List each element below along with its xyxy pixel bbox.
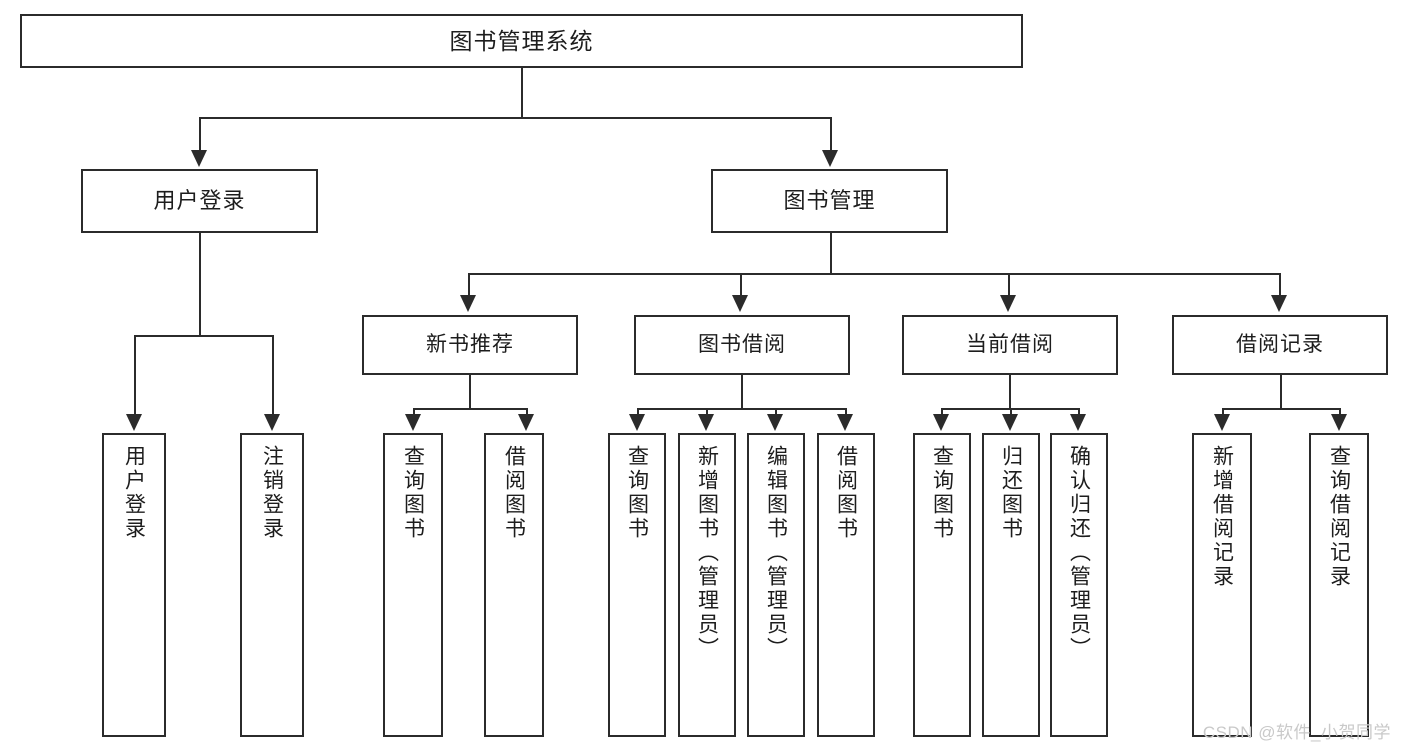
node-label: 查询图书 bbox=[625, 445, 649, 541]
connector-root-stem bbox=[521, 68, 523, 117]
connector-drop-bb-edit bbox=[775, 408, 777, 417]
arrow-down-bb-query bbox=[629, 414, 645, 431]
node-label: 用户登录 bbox=[122, 445, 146, 541]
arrow-down-bb-edit bbox=[767, 414, 783, 431]
node-label: 新增图书（管理员） bbox=[695, 445, 719, 661]
connector-drop-nb-borrow bbox=[526, 408, 528, 417]
arrow-down-bb-add bbox=[698, 414, 714, 431]
connector-drop-cb-confirm bbox=[1078, 408, 1080, 417]
node-label: 查询借阅记录 bbox=[1327, 445, 1351, 589]
connector-book-borrow-bus bbox=[637, 408, 845, 410]
node-label: 确认归还（管理员） bbox=[1067, 445, 1091, 661]
node-borrow-record[interactable]: 借阅记录 bbox=[1172, 315, 1388, 375]
leaf-current-borrow-return-book[interactable]: 归还图书 bbox=[982, 433, 1040, 737]
leaf-current-borrow-confirm-return[interactable]: 确认归还（管理员） bbox=[1050, 433, 1108, 737]
connector-drop-leaf-user-login bbox=[134, 335, 136, 416]
node-label: 图书管理 bbox=[783, 188, 876, 214]
connector-new-book-stem bbox=[469, 375, 471, 408]
node-label: 查询图书 bbox=[401, 445, 425, 541]
leaf-borrow-record-add-record[interactable]: 新增借阅记录 bbox=[1192, 433, 1252, 737]
arrow-down-new-book bbox=[460, 295, 476, 312]
node-new-book-recommend[interactable]: 新书推荐 bbox=[362, 315, 578, 375]
connector-borrow-record-bus bbox=[1222, 408, 1339, 410]
leaf-new-book-query-book[interactable]: 查询图书 bbox=[383, 433, 443, 737]
connector-drop-cb-return bbox=[1010, 408, 1012, 417]
node-label: 编辑图书（管理员） bbox=[764, 445, 788, 661]
node-label: 图书借阅 bbox=[698, 332, 786, 356]
arrow-down-borrow-record bbox=[1271, 295, 1287, 312]
node-label: 新增借阅记录 bbox=[1210, 445, 1234, 589]
leaf-logout[interactable]: 注销登录 bbox=[240, 433, 304, 737]
arrow-down-book-management bbox=[822, 150, 838, 167]
node-label: 图书管理系统 bbox=[449, 27, 594, 54]
connector-drop-leaf-logout bbox=[272, 335, 274, 416]
connector-current-borrow-bus bbox=[941, 408, 1078, 410]
leaf-book-borrow-borrow-book[interactable]: 借阅图书 bbox=[817, 433, 875, 737]
leaf-book-borrow-edit-book[interactable]: 编辑图书（管理员） bbox=[747, 433, 805, 737]
node-label: 用户登录 bbox=[153, 188, 246, 214]
connector-drop-bb-query bbox=[637, 408, 639, 417]
leaf-borrow-record-query-record[interactable]: 查询借阅记录 bbox=[1309, 433, 1369, 737]
connector-user-login-bus bbox=[134, 335, 272, 337]
leaf-new-book-borrow-book[interactable]: 借阅图书 bbox=[484, 433, 544, 737]
arrow-down-current-borrow bbox=[1000, 295, 1016, 312]
connector-drop-nb-query bbox=[413, 408, 415, 417]
node-user-login[interactable]: 用户登录 bbox=[81, 169, 318, 233]
arrow-down-nb-query bbox=[405, 414, 421, 431]
arrow-down-book-borrow bbox=[732, 295, 748, 312]
leaf-current-borrow-query-book[interactable]: 查询图书 bbox=[913, 433, 971, 737]
leaf-book-borrow-add-book[interactable]: 新增图书（管理员） bbox=[678, 433, 736, 737]
node-label: 查询图书 bbox=[930, 445, 954, 541]
connector-book-management-stem bbox=[830, 233, 832, 273]
connector-user-login-stem bbox=[199, 233, 201, 335]
connector-drop-user-login bbox=[199, 117, 201, 153]
connector-new-book-bus bbox=[413, 408, 526, 410]
connector-level2-bus bbox=[199, 117, 830, 119]
csdn-watermark: CSDN @软件_小贺同学 bbox=[1202, 723, 1391, 742]
node-label: 归还图书 bbox=[999, 445, 1023, 541]
node-current-borrow[interactable]: 当前借阅 bbox=[902, 315, 1118, 375]
connector-drop-bb-add bbox=[706, 408, 708, 417]
node-label: 当前借阅 bbox=[966, 332, 1054, 356]
node-book-management-system[interactable]: 图书管理系统 bbox=[20, 14, 1023, 68]
arrow-down-br-query bbox=[1331, 414, 1347, 431]
connector-drop-new-book bbox=[468, 273, 470, 297]
connector-drop-br-add bbox=[1222, 408, 1224, 417]
node-book-borrow[interactable]: 图书借阅 bbox=[634, 315, 850, 375]
connector-level3-bus bbox=[468, 273, 1280, 275]
arrow-down-leaf-logout bbox=[264, 414, 280, 431]
node-book-management[interactable]: 图书管理 bbox=[711, 169, 948, 233]
node-label: 借阅图书 bbox=[502, 445, 526, 541]
leaf-user-login[interactable]: 用户登录 bbox=[102, 433, 166, 737]
arrow-down-br-add bbox=[1214, 414, 1230, 431]
node-label: 借阅记录 bbox=[1236, 332, 1324, 356]
connector-drop-cb-query bbox=[941, 408, 943, 417]
connector-drop-br-query bbox=[1339, 408, 1341, 417]
node-label: 新书推荐 bbox=[426, 332, 514, 356]
arrow-down-leaf-user-login bbox=[126, 414, 142, 431]
arrow-down-cb-query bbox=[933, 414, 949, 431]
node-label: 注销登录 bbox=[260, 445, 284, 541]
arrow-down-nb-borrow bbox=[518, 414, 534, 431]
connector-drop-borrow-record bbox=[1279, 273, 1281, 297]
leaf-book-borrow-query-book[interactable]: 查询图书 bbox=[608, 433, 666, 737]
connector-drop-book-management bbox=[830, 117, 832, 153]
arrow-down-bb-borrow bbox=[837, 414, 853, 431]
connector-borrow-record-stem bbox=[1280, 375, 1282, 408]
connector-book-borrow-stem bbox=[741, 375, 743, 408]
node-label: 借阅图书 bbox=[834, 445, 858, 541]
connector-drop-current-borrow bbox=[1008, 273, 1010, 297]
arrow-down-user-login bbox=[191, 150, 207, 167]
arrow-down-cb-return bbox=[1002, 414, 1018, 431]
arrow-down-cb-confirm bbox=[1070, 414, 1086, 431]
connector-current-borrow-stem bbox=[1009, 375, 1011, 408]
connector-drop-book-borrow bbox=[740, 273, 742, 297]
connector-drop-bb-borrow bbox=[845, 408, 847, 417]
